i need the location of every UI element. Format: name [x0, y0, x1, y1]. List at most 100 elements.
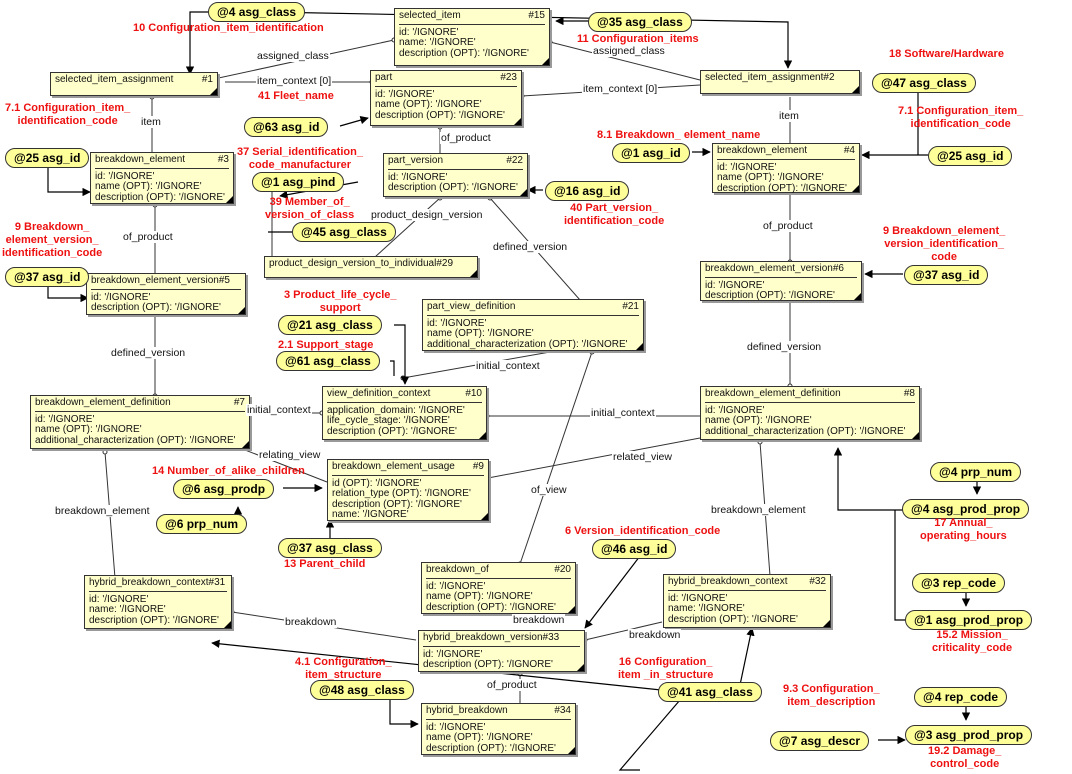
link-label-initial-context: initial_context — [590, 407, 656, 419]
entity-breakdown-element-3[interactable]: breakdown_element#3 id: '/IGNORE' name (… — [90, 152, 234, 204]
note-10: 10 Configuration_item_identification — [133, 22, 324, 34]
entity-name: breakdown_element_version#5 — [91, 275, 230, 286]
tag-asg-id-25-left[interactable]: @25 asg_id — [5, 148, 90, 168]
tag-asg-class-41[interactable]: @41 asg_class — [658, 682, 762, 702]
entity-selected-item-assignment-1[interactable]: selected_item_assignment#1 — [50, 72, 218, 96]
entity-breakdown-of-20[interactable]: breakdown_of#20 id: '/IGNORE' name (OPT)… — [421, 562, 576, 614]
entity-attribute: additional_characterization (OPT): '/IGN… — [705, 425, 906, 437]
entity-name: view_definition_context — [327, 388, 431, 399]
tag-asg-class-61[interactable]: @61 asg_class — [276, 351, 380, 371]
entity-part-view-definition-21[interactable]: part_view_definition#21 id: '/IGNORE' na… — [422, 299, 644, 351]
note-9-left: 9 Breakdown_ element_version_ identifica… — [2, 221, 103, 259]
entity-selected-item-15[interactable]: selected_item#15 id: '/IGNORE' name: '/I… — [394, 8, 550, 66]
tag-asg-id-63[interactable]: @63 asg_id — [244, 117, 329, 137]
tag-asg-pind-1[interactable]: @1 asg_pind — [252, 172, 345, 192]
note-17: 17 Annual_ operating_hours — [920, 517, 1007, 542]
link-label-assigned-class: assigned_class — [256, 50, 330, 62]
entity-attribute: name (OPT): '/IGNORE' — [426, 591, 533, 602]
tag-asg-class-37[interactable]: @37 asg_class — [278, 538, 382, 558]
entity-attribute: name: '/IGNORE' — [89, 604, 166, 615]
link-label-of-product: of_product — [122, 231, 174, 243]
entity-name: breakdown_element — [95, 154, 186, 165]
tag-asg-class-35[interactable]: @35 asg_class — [588, 12, 692, 32]
tag-asg-id-37-left[interactable]: @37 asg_id — [5, 267, 90, 287]
tag-asg-id-25-right[interactable]: @25 asg_id — [928, 146, 1013, 166]
tag-asg-prod-prop-1[interactable]: @1 asg_prod_prop — [905, 610, 1033, 630]
tag-asg-class-47[interactable]: @47 asg_class — [872, 73, 976, 93]
entity-attribute: life_cycle_stage: '/IGNORE' — [327, 415, 450, 426]
entity-name: selected_item — [399, 10, 461, 21]
entity-name: hybrid_breakdown — [426, 705, 508, 716]
tag-rep-code-3[interactable]: @3 rep_code — [912, 573, 1006, 593]
tag-asg-id-16[interactable]: @16 asg_id — [545, 181, 630, 201]
entity-number: #7 — [233, 397, 245, 408]
entity-attribute: id: '/IGNORE' — [426, 721, 486, 733]
entity-attribute: description (OPT): '/IGNORE' — [95, 191, 225, 203]
entity-breakdown-element-definition-7[interactable]: breakdown_element_definition#7 id: '/IGN… — [30, 395, 250, 449]
tag-prp-num-4[interactable]: @4 prp_num — [930, 462, 1022, 482]
note-9-right: 9 Breakdown_element_ version_identificat… — [883, 225, 1006, 263]
entity-number: #34 — [554, 705, 571, 716]
tag-asg-prod-prop-4[interactable]: @4 asg_prod_prop — [902, 499, 1030, 519]
link-label-item-context: item_context [0] — [582, 83, 659, 95]
link-label-of-view: of_view — [530, 484, 568, 496]
entity-part-version-22[interactable]: part_version#22 id: '/IGNORE' descriptio… — [383, 153, 528, 197]
entity-attribute: id: '/IGNORE' — [91, 291, 151, 303]
entity-hybrid-breakdown-context-31[interactable]: hybrid_breakdown_context#31 id: '/IGNORE… — [84, 575, 232, 629]
entity-attribute: id: '/IGNORE' — [705, 404, 765, 416]
entity-breakdown-element-version-5[interactable]: breakdown_element_version#5 id: '/IGNORE… — [86, 273, 246, 315]
entity-name: hybrid_breakdown_context — [668, 576, 788, 587]
entity-attribute: id: '/IGNORE' — [705, 279, 765, 291]
entity-product-design-version-to-individual-29[interactable]: product_design_version_to_individual#29 — [264, 256, 478, 278]
entity-part-23[interactable]: part#23 id: '/IGNORE' name (OPT): '/IGNO… — [370, 70, 522, 126]
entity-number: #4 — [843, 145, 855, 156]
entity-name: hybrid_breakdown_version#33 — [423, 632, 560, 643]
entity-number: #8 — [903, 388, 915, 399]
link-label-defined-version: defined_version — [746, 341, 823, 353]
tag-asg-prod-prop-3[interactable]: @3 asg_prod_prop — [905, 725, 1033, 745]
tag-asg-id-46[interactable]: @46 asg_id — [592, 539, 677, 559]
link-label-of-product: of_product — [762, 220, 814, 232]
entity-attribute: description (OPT): '/IGNORE' — [426, 742, 556, 754]
note-39: 39 Member_of_ version_of_class — [265, 196, 355, 221]
tag-asg-id-1[interactable]: @1 asg_id — [612, 143, 690, 163]
tag-asg-id-37-right[interactable]: @37 asg_id — [904, 265, 989, 285]
entity-attribute: id (OPT): '/IGNORE' — [332, 477, 422, 489]
tag-asg-class-4[interactable]: @4 asg_class — [208, 2, 306, 22]
entity-breakdown-element-usage-9[interactable]: breakdown_element_usage#9 id (OPT): '/IG… — [327, 459, 489, 521]
note-7-1-left: 7.1 Configuration_item_ identification_c… — [5, 102, 131, 127]
note-2-1: 2.1 Support_stage — [278, 339, 374, 351]
entity-attribute: description (OPT): '/IGNORE' — [91, 302, 221, 313]
entity-hybrid-breakdown-context-32[interactable]: hybrid_breakdown_context#32 id: '/IGNORE… — [663, 574, 831, 628]
link-label-initial-context: initial_context — [475, 360, 541, 372]
entity-view-definition-context-10[interactable]: view_definition_context#10 application_d… — [322, 386, 487, 440]
entity-attribute: name (OPT): '/IGNORE' — [717, 172, 824, 183]
link-label-breakdown: breakdown — [628, 629, 682, 641]
entity-attribute: application_domain: '/IGNORE' — [327, 404, 465, 416]
note-40: 40 Part_version_ identification_code — [564, 202, 665, 227]
entity-attribute: name (OPT): '/IGNORE' — [426, 732, 533, 743]
entity-number: #3 — [217, 154, 229, 165]
note-41: 41 Fleet_name — [258, 90, 334, 102]
entity-breakdown-element-version-6[interactable]: breakdown_element_version#6 id: '/IGNORE… — [700, 261, 862, 301]
tag-rep-code-4[interactable]: @4 rep_code — [914, 687, 1008, 707]
entity-breakdown-element-definition-8[interactable]: breakdown_element_definition#8 id: '/IGN… — [700, 386, 920, 440]
tag-prp-num-6[interactable]: @6 prp_num — [156, 514, 248, 534]
entity-name: part_version — [388, 155, 444, 166]
tag-asg-descr-7[interactable]: @7 asg_descr — [770, 731, 870, 751]
entity-attribute: description (OPT): '/IGNORE' — [426, 601, 556, 613]
entity-hybrid-breakdown-version-33[interactable]: hybrid_breakdown_version#33 id: '/IGNORE… — [418, 630, 585, 672]
note-7-1-right: 7.1 Configuration_item_ identification_c… — [898, 105, 1024, 130]
entity-number: #32 — [809, 576, 826, 587]
link-label-initial-context: initial_context — [246, 404, 312, 416]
entity-attribute: name: '/IGNORE' — [332, 509, 409, 520]
tag-asg-class-45[interactable]: @45 asg_class — [292, 222, 396, 242]
entity-hybrid-breakdown-34[interactable]: hybrid_breakdown #34 id: '/IGNORE' name (… — [421, 703, 576, 755]
tag-asg-class-21[interactable]: @21 asg_class — [278, 315, 382, 335]
entity-breakdown-element-4[interactable]: breakdown_element#4 id: '/IGNORE' name (… — [712, 143, 860, 193]
link-label-defined-version: defined_version — [492, 241, 569, 253]
entity-name: hybrid_breakdown_context#31 — [89, 577, 226, 588]
tag-asg-prodp-6[interactable]: @6 asg_prodp — [173, 479, 275, 499]
entity-selected-item-assignment-2[interactable]: selected_item_assignment#2 — [700, 70, 860, 94]
tag-asg-class-48[interactable]: @48 asg_class — [310, 680, 414, 700]
